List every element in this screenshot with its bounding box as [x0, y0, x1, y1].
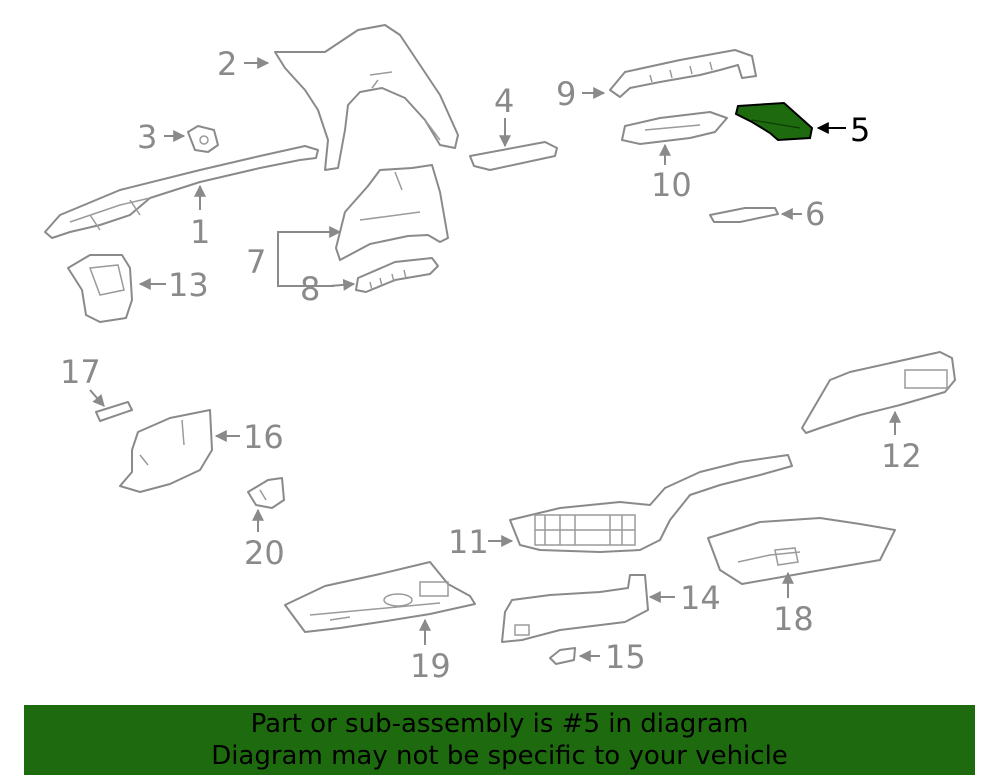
- callout-2[interactable]: 2: [217, 45, 237, 83]
- callout-11[interactable]: 11: [448, 523, 489, 561]
- parts-diagram: 1 2 3 4 5 6: [44, 24, 956, 685]
- callout-13[interactable]: 13: [168, 266, 209, 304]
- callout-4[interactable]: 4: [494, 82, 514, 120]
- part-17-small-strip: 17: [60, 353, 133, 422]
- callout-20[interactable]: 20: [244, 534, 285, 572]
- part-18-lower-box: 18: [707, 517, 896, 638]
- part-16-side-bracket: 16: [119, 409, 284, 493]
- part-3-clip: 3: [137, 118, 219, 156]
- part-12-long-trim: 12: [801, 351, 956, 475]
- callout-17[interactable]: 17: [60, 353, 101, 391]
- part-6-trim-piece: 6: [709, 195, 825, 233]
- callout-14[interactable]: 14: [680, 579, 721, 617]
- part-20-bracket: 20: [244, 477, 285, 572]
- callout-bracket-7-8: 7 8: [246, 226, 356, 308]
- part-13-bracket-box: 13: [67, 254, 209, 323]
- callout-15[interactable]: 15: [605, 638, 646, 676]
- callout-6[interactable]: 6: [805, 195, 825, 233]
- part-5-cover-highlighted[interactable]: 5: [734, 101, 870, 149]
- part-10-panel: 10: [621, 111, 728, 204]
- part-4-trim-strip: 4: [469, 82, 558, 171]
- part-8-lower-garnish: [355, 257, 439, 293]
- callout-10[interactable]: 10: [651, 166, 692, 204]
- part-14-lower-trim: 14: [501, 574, 721, 643]
- callout-18[interactable]: 18: [773, 600, 814, 638]
- callout-3[interactable]: 3: [137, 118, 157, 156]
- part-19-console: 19: [284, 561, 476, 685]
- part-2-side-panel: 2: [217, 24, 459, 171]
- callout-7[interactable]: 7: [246, 243, 266, 281]
- part-9-upper-rail: 9: [556, 49, 757, 113]
- callout-9[interactable]: 9: [556, 75, 576, 113]
- part-11-center-dash: 11: [448, 454, 793, 561]
- callout-12[interactable]: 12: [881, 437, 922, 475]
- banner-line-2: Diagram may not be specific to your vehi…: [211, 741, 788, 771]
- part-1-upper-panel: 1: [44, 145, 319, 251]
- banner-line-1: Part or sub-assembly is #5 in diagram: [250, 709, 749, 739]
- callout-16[interactable]: 16: [243, 418, 284, 456]
- callout-1[interactable]: 1: [190, 213, 210, 251]
- part-7-side-garnish: [335, 164, 449, 261]
- callout-8[interactable]: 8: [300, 270, 320, 308]
- callout-19[interactable]: 19: [410, 647, 451, 685]
- callout-5[interactable]: 5: [850, 111, 870, 149]
- part-15-small-cap: 15: [549, 638, 646, 676]
- info-banner: Part or sub-assembly is #5 in diagram Di…: [24, 705, 975, 775]
